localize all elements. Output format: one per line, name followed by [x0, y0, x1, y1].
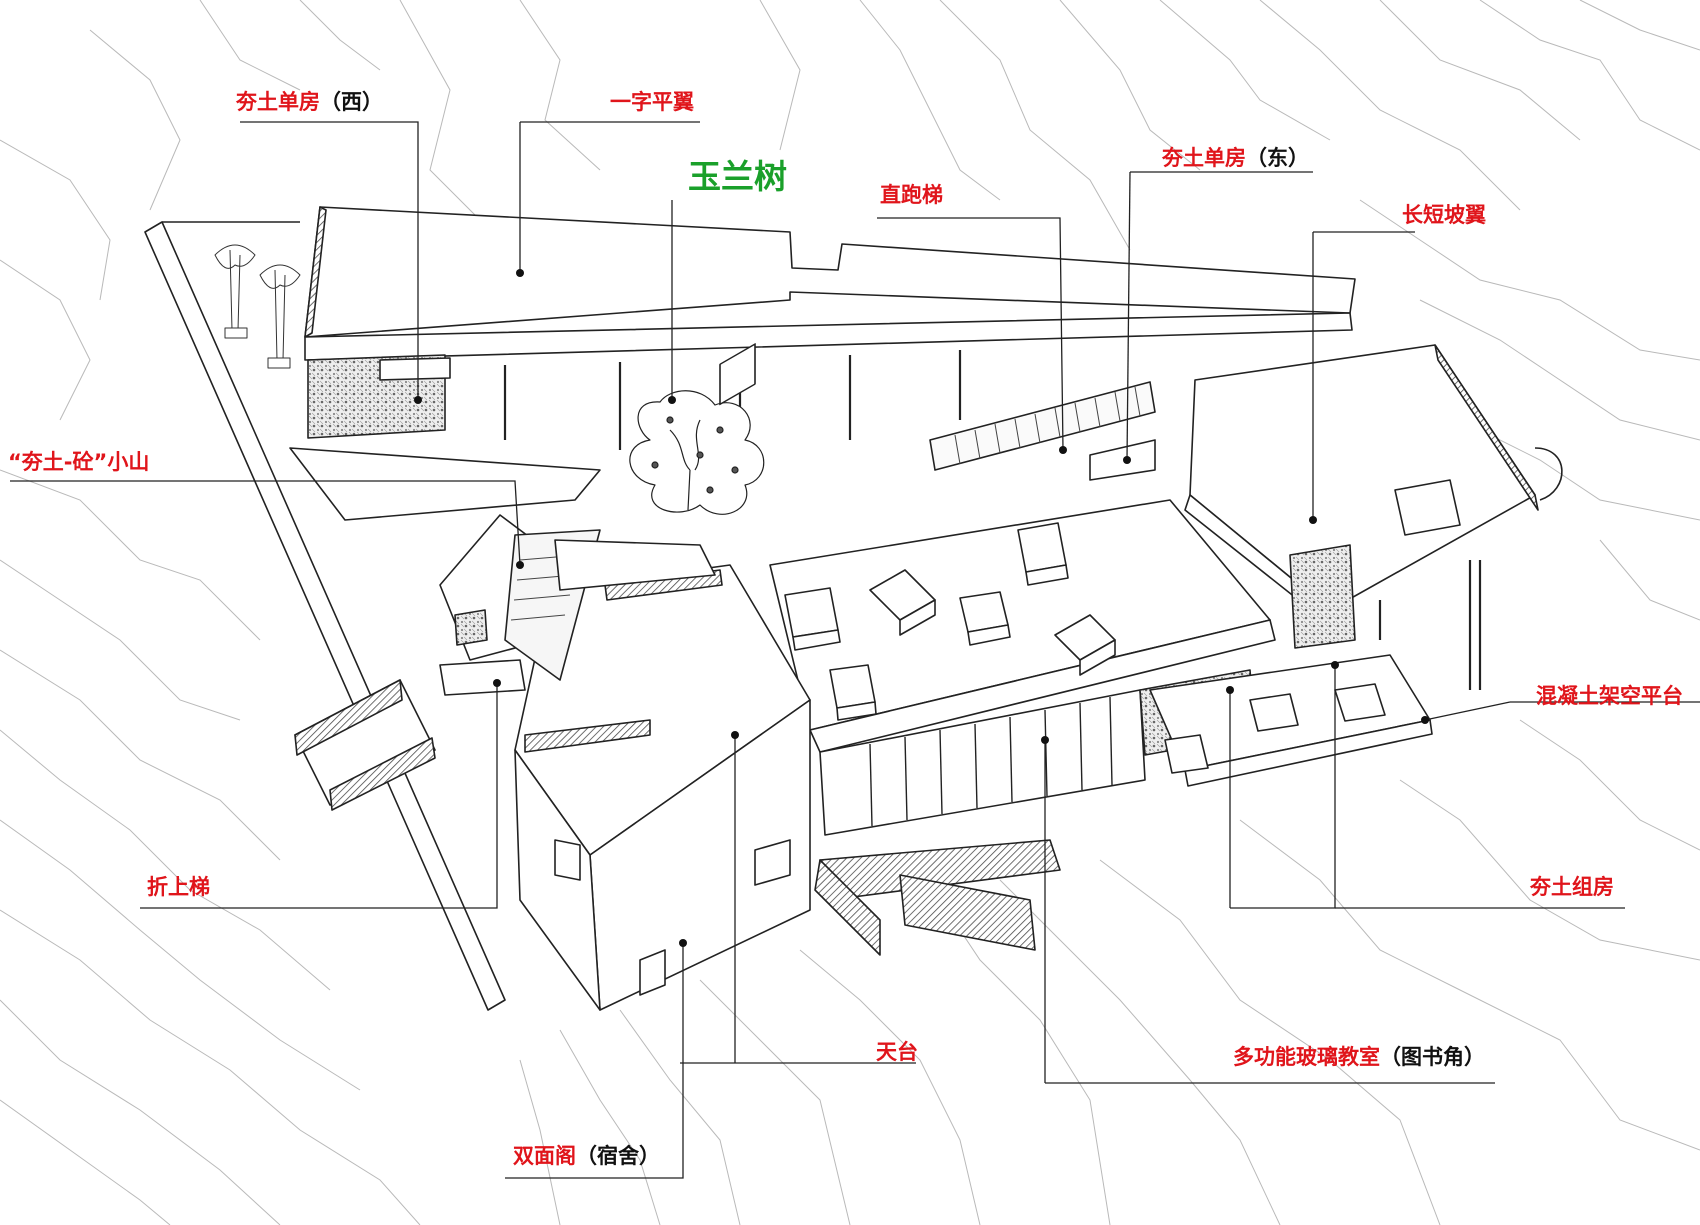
east-earth-room: [1289, 544, 1356, 649]
label-west-earth-room: 夯土单房（西）: [236, 90, 383, 114]
label-suffix-classroom: （图书角）: [1380, 1045, 1485, 1069]
leader-dots: [414, 269, 1429, 947]
label-suffix-east: （东）: [1246, 146, 1309, 170]
flat-wing-roof: [304, 206, 1356, 338]
flat-wing-fascia: [304, 312, 1353, 361]
label-magnolia-tree: 玉兰树: [688, 157, 787, 196]
label-concrete-elevated-platform: 混凝土架空平台: [1536, 684, 1683, 708]
long-short-slope-wing: [1189, 344, 1536, 611]
courtyard-trees: [214, 244, 301, 369]
building-massing: [144, 206, 1563, 1011]
label-glass-classroom: 多功能玻璃教室（图书角）: [1233, 1045, 1485, 1069]
straight-stair: [929, 381, 1156, 471]
label-straight-stair: 直跑梯: [880, 183, 943, 207]
label-folding-stair: 折上梯: [147, 875, 210, 899]
loft-left-wall: [514, 749, 601, 1011]
label-long-short-slope-wing: 长短坡翼: [1402, 203, 1486, 227]
magnolia-tree-drawing: [629, 390, 765, 515]
label-suffix-west: （西）: [320, 90, 383, 114]
label-east-earth-room: 夯土单房（东）: [1162, 146, 1309, 170]
label-roof-terrace: 天台: [876, 1040, 918, 1064]
skylights: [784, 522, 1116, 721]
leader-lines: [10, 121, 1700, 1179]
label-suffix-loft: （宿舍）: [576, 1144, 660, 1168]
label-earth-concrete-hill: “夯土-砼”小山: [8, 450, 150, 474]
label-rammed-earth-group: 夯土组房: [1530, 875, 1614, 899]
glass-classroom: [819, 689, 1146, 836]
label-flat-wing: 一字平翼: [610, 90, 694, 114]
label-double-facade-loft: 双面阁（宿舍）: [513, 1144, 660, 1168]
